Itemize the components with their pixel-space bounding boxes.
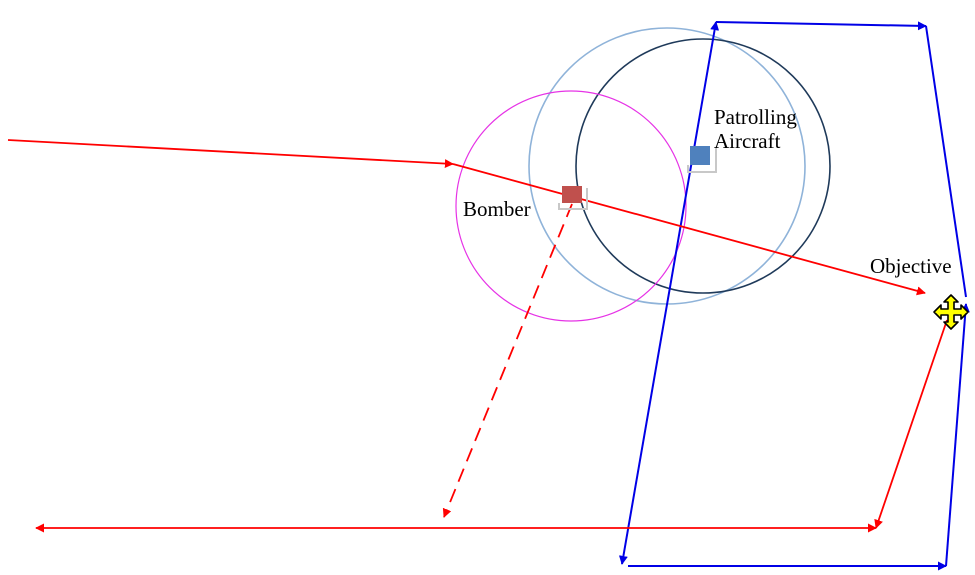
bomber-attack-leg: [452, 163, 926, 296]
patrol-leg-right-top: [925, 25, 967, 298]
objective-label: Objective: [870, 254, 952, 278]
patrol-inner-range-circle: [575, 38, 831, 294]
patrol-leg-down: [618, 21, 720, 565]
bomber-label: Bomber: [463, 197, 531, 221]
bomber-inbound-leg: [7, 139, 454, 169]
bomber-square-icon: [558, 186, 588, 210]
patrol-outer-range-circle: [528, 27, 806, 305]
patrol-leg-right-bottom: [945, 303, 970, 567]
patrolling-aircraft-label-line1: Patrolling: [714, 105, 797, 129]
patrol-aircraft-square-icon: [687, 146, 717, 173]
patrol-route: [618, 21, 970, 571]
bomber-route: [7, 139, 948, 533]
bomber-diversion-leg: [442, 203, 573, 518]
four-way-arrow-cross-icon: [933, 294, 969, 330]
patrolling-aircraft-label-line2: Aircraft: [714, 129, 781, 153]
bomber-egress-leg: [874, 319, 948, 529]
patrol-leg-top: [715, 21, 927, 31]
